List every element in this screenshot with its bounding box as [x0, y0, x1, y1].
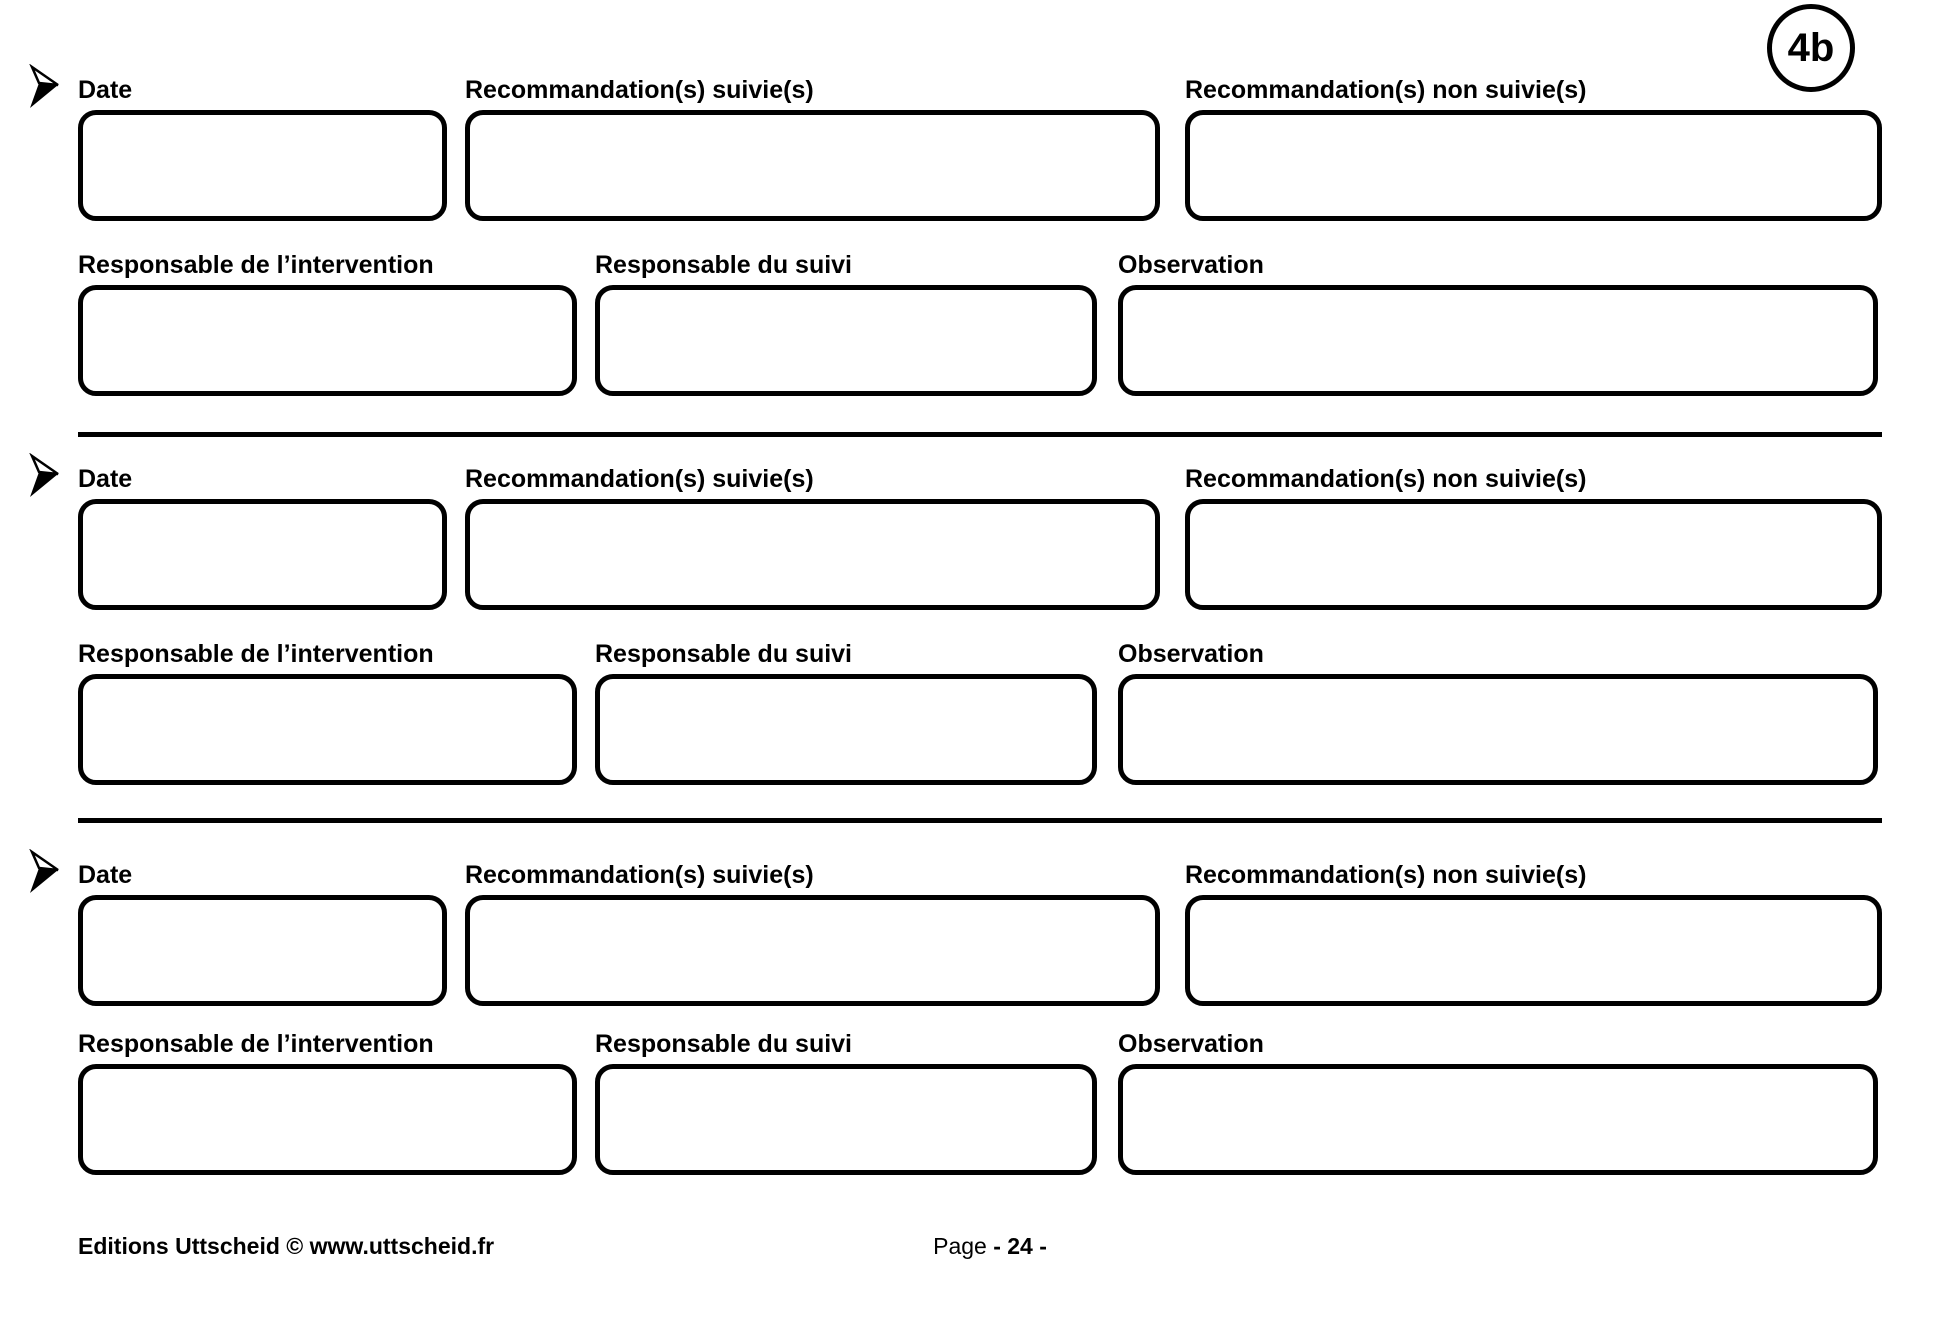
followup-manager-label: Responsable du suivi	[595, 251, 853, 279]
intervention-manager-field: Responsable de l’intervention	[78, 1028, 577, 1175]
arrow-bullet-icon	[28, 452, 60, 499]
date-box	[78, 110, 447, 221]
publisher-credit: Editions Uttscheid © www.uttscheid.fr	[78, 1233, 495, 1259]
section-divider	[78, 818, 1882, 823]
recommendations-followed-label: Recommandation(s) suivie(s)	[465, 861, 814, 889]
date-label: Date	[78, 861, 133, 889]
date-box	[78, 499, 447, 610]
entry-section-2: Date Recommandation(s) suivie(s) Recomma…	[29, 452, 1882, 785]
recommendations-followed-field: Recommandation(s) suivie(s)	[465, 74, 1160, 221]
recommendations-followed-field: Recommandation(s) suivie(s)	[465, 859, 1160, 1006]
followup-manager-box	[595, 674, 1097, 785]
page-badge-text: 4b	[1787, 25, 1835, 70]
observation-label: Observation	[1118, 1030, 1264, 1058]
section-divider	[78, 432, 1882, 437]
observation-field: Observation	[1118, 249, 1878, 396]
observation-field: Observation	[1118, 638, 1878, 785]
intervention-manager-label: Responsable de l’intervention	[78, 251, 434, 279]
recommendations-followed-box	[465, 499, 1160, 610]
recommendations-not-followed-label: Recommandation(s) non suivie(s)	[1185, 76, 1587, 104]
arrow-bullet-icon	[28, 63, 60, 110]
recommendations-followed-label: Recommandation(s) suivie(s)	[465, 465, 814, 493]
recommendations-followed-field: Recommandation(s) suivie(s)	[465, 463, 1160, 610]
recommendations-not-followed-box	[1185, 110, 1882, 221]
followup-manager-box	[595, 285, 1097, 396]
page-number: - 24 -	[993, 1233, 1047, 1259]
entry-section-1: Date Recommandation(s) suivie(s) Recomma…	[29, 63, 1882, 396]
recommendations-followed-label: Recommandation(s) suivie(s)	[465, 76, 814, 104]
recommendations-not-followed-label: Recommandation(s) non suivie(s)	[1185, 861, 1587, 889]
intervention-manager-box	[78, 1064, 577, 1175]
recommendations-followed-box	[465, 895, 1160, 1006]
recommendations-not-followed-field: Recommandation(s) non suivie(s)	[1185, 859, 1882, 1006]
date-field: Date	[29, 848, 447, 1006]
followup-manager-field: Responsable du suivi	[595, 638, 1097, 785]
date-label: Date	[78, 76, 133, 104]
observation-box	[1118, 285, 1878, 396]
page-indicator: Page - 24 -	[933, 1233, 1047, 1260]
intervention-manager-box	[78, 674, 577, 785]
followup-manager-label: Responsable du suivi	[595, 640, 853, 668]
recommendations-not-followed-label: Recommandation(s) non suivie(s)	[1185, 465, 1587, 493]
intervention-manager-field: Responsable de l’intervention	[78, 638, 577, 785]
arrow-bullet-icon	[28, 848, 60, 895]
date-box	[78, 895, 447, 1006]
followup-manager-field: Responsable du suivi	[595, 1028, 1097, 1175]
recommendations-not-followed-field: Recommandation(s) non suivie(s)	[1185, 74, 1882, 221]
observation-field: Observation	[1118, 1028, 1878, 1175]
recommendations-followed-box	[465, 110, 1160, 221]
intervention-manager-box	[78, 285, 577, 396]
recommendations-not-followed-field: Recommandation(s) non suivie(s)	[1185, 463, 1882, 610]
observation-label: Observation	[1118, 251, 1264, 279]
intervention-manager-label: Responsable de l’intervention	[78, 640, 434, 668]
recommendations-not-followed-box	[1185, 895, 1882, 1006]
page-footer: Editions Uttscheid © www.uttscheid.fr Pa…	[78, 1233, 1882, 1265]
followup-manager-field: Responsable du suivi	[595, 249, 1097, 396]
page-badge: 4b	[1767, 4, 1855, 92]
date-label: Date	[78, 465, 133, 493]
entry-section-3: Date Recommandation(s) suivie(s) Recomma…	[29, 848, 1882, 1175]
observation-label: Observation	[1118, 640, 1264, 668]
date-field: Date	[29, 452, 447, 610]
date-field: Date	[29, 63, 447, 221]
followup-manager-box	[595, 1064, 1097, 1175]
intervention-manager-field: Responsable de l’intervention	[78, 249, 577, 396]
recommendations-not-followed-box	[1185, 499, 1882, 610]
page-label: Page	[933, 1233, 987, 1259]
followup-manager-label: Responsable du suivi	[595, 1030, 853, 1058]
observation-box	[1118, 1064, 1878, 1175]
intervention-manager-label: Responsable de l’intervention	[78, 1030, 434, 1058]
observation-box	[1118, 674, 1878, 785]
form-content: Date Recommandation(s) suivie(s) Recomma…	[29, 0, 1882, 1265]
